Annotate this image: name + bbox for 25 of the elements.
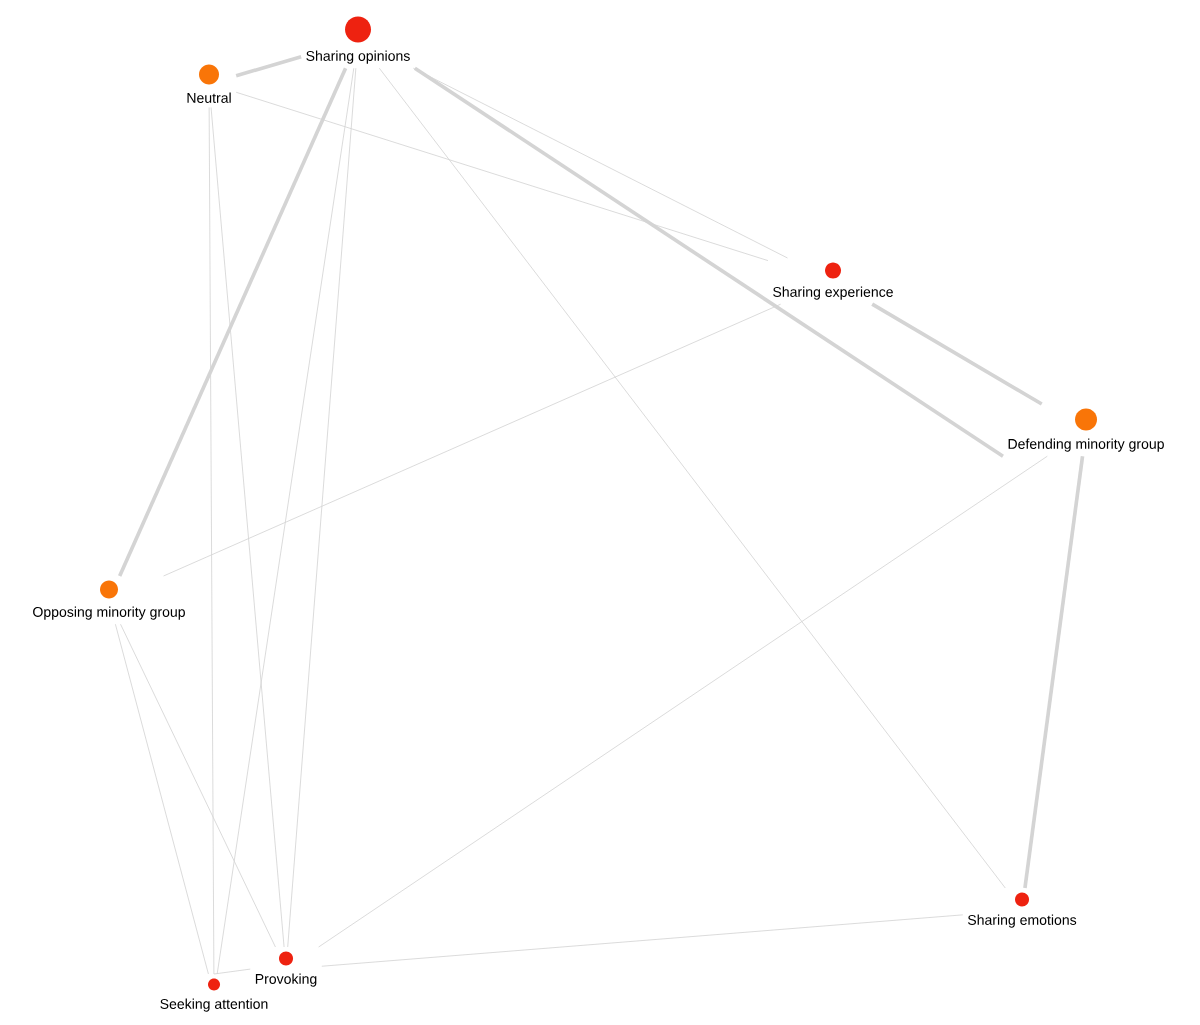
edge-line — [1023, 455, 1085, 889]
edge-line — [235, 54, 302, 78]
node-dot-with-label: Sharing opinions — [306, 16, 410, 64]
edge-line — [378, 67, 1006, 889]
node-dot-with-label: Provoking — [255, 951, 317, 987]
edge-line — [208, 107, 215, 975]
node-dot-with-label: Opposing minority group — [33, 580, 185, 620]
edge-line — [287, 67, 357, 948]
edge-line — [321, 914, 964, 967]
node-dot-with-label: Neutral — [187, 64, 231, 103]
edge-line — [216, 67, 355, 975]
edge-line — [163, 303, 782, 577]
edge-line — [213, 968, 251, 975]
node-dot-with-label: Defending minority group — [1008, 408, 1164, 452]
node-dot-with-label: Sharing experience — [773, 262, 893, 300]
edge-line — [235, 91, 769, 262]
edge-line — [871, 302, 1043, 406]
edge-line — [115, 623, 209, 975]
node-dot-with-label: Sharing emotions — [967, 892, 1077, 928]
edge-line — [413, 66, 1004, 458]
edge-line — [118, 67, 348, 577]
edge-line — [318, 455, 1048, 948]
edge-line — [120, 623, 276, 948]
edge-line — [210, 107, 285, 948]
edge-line — [412, 67, 788, 259]
